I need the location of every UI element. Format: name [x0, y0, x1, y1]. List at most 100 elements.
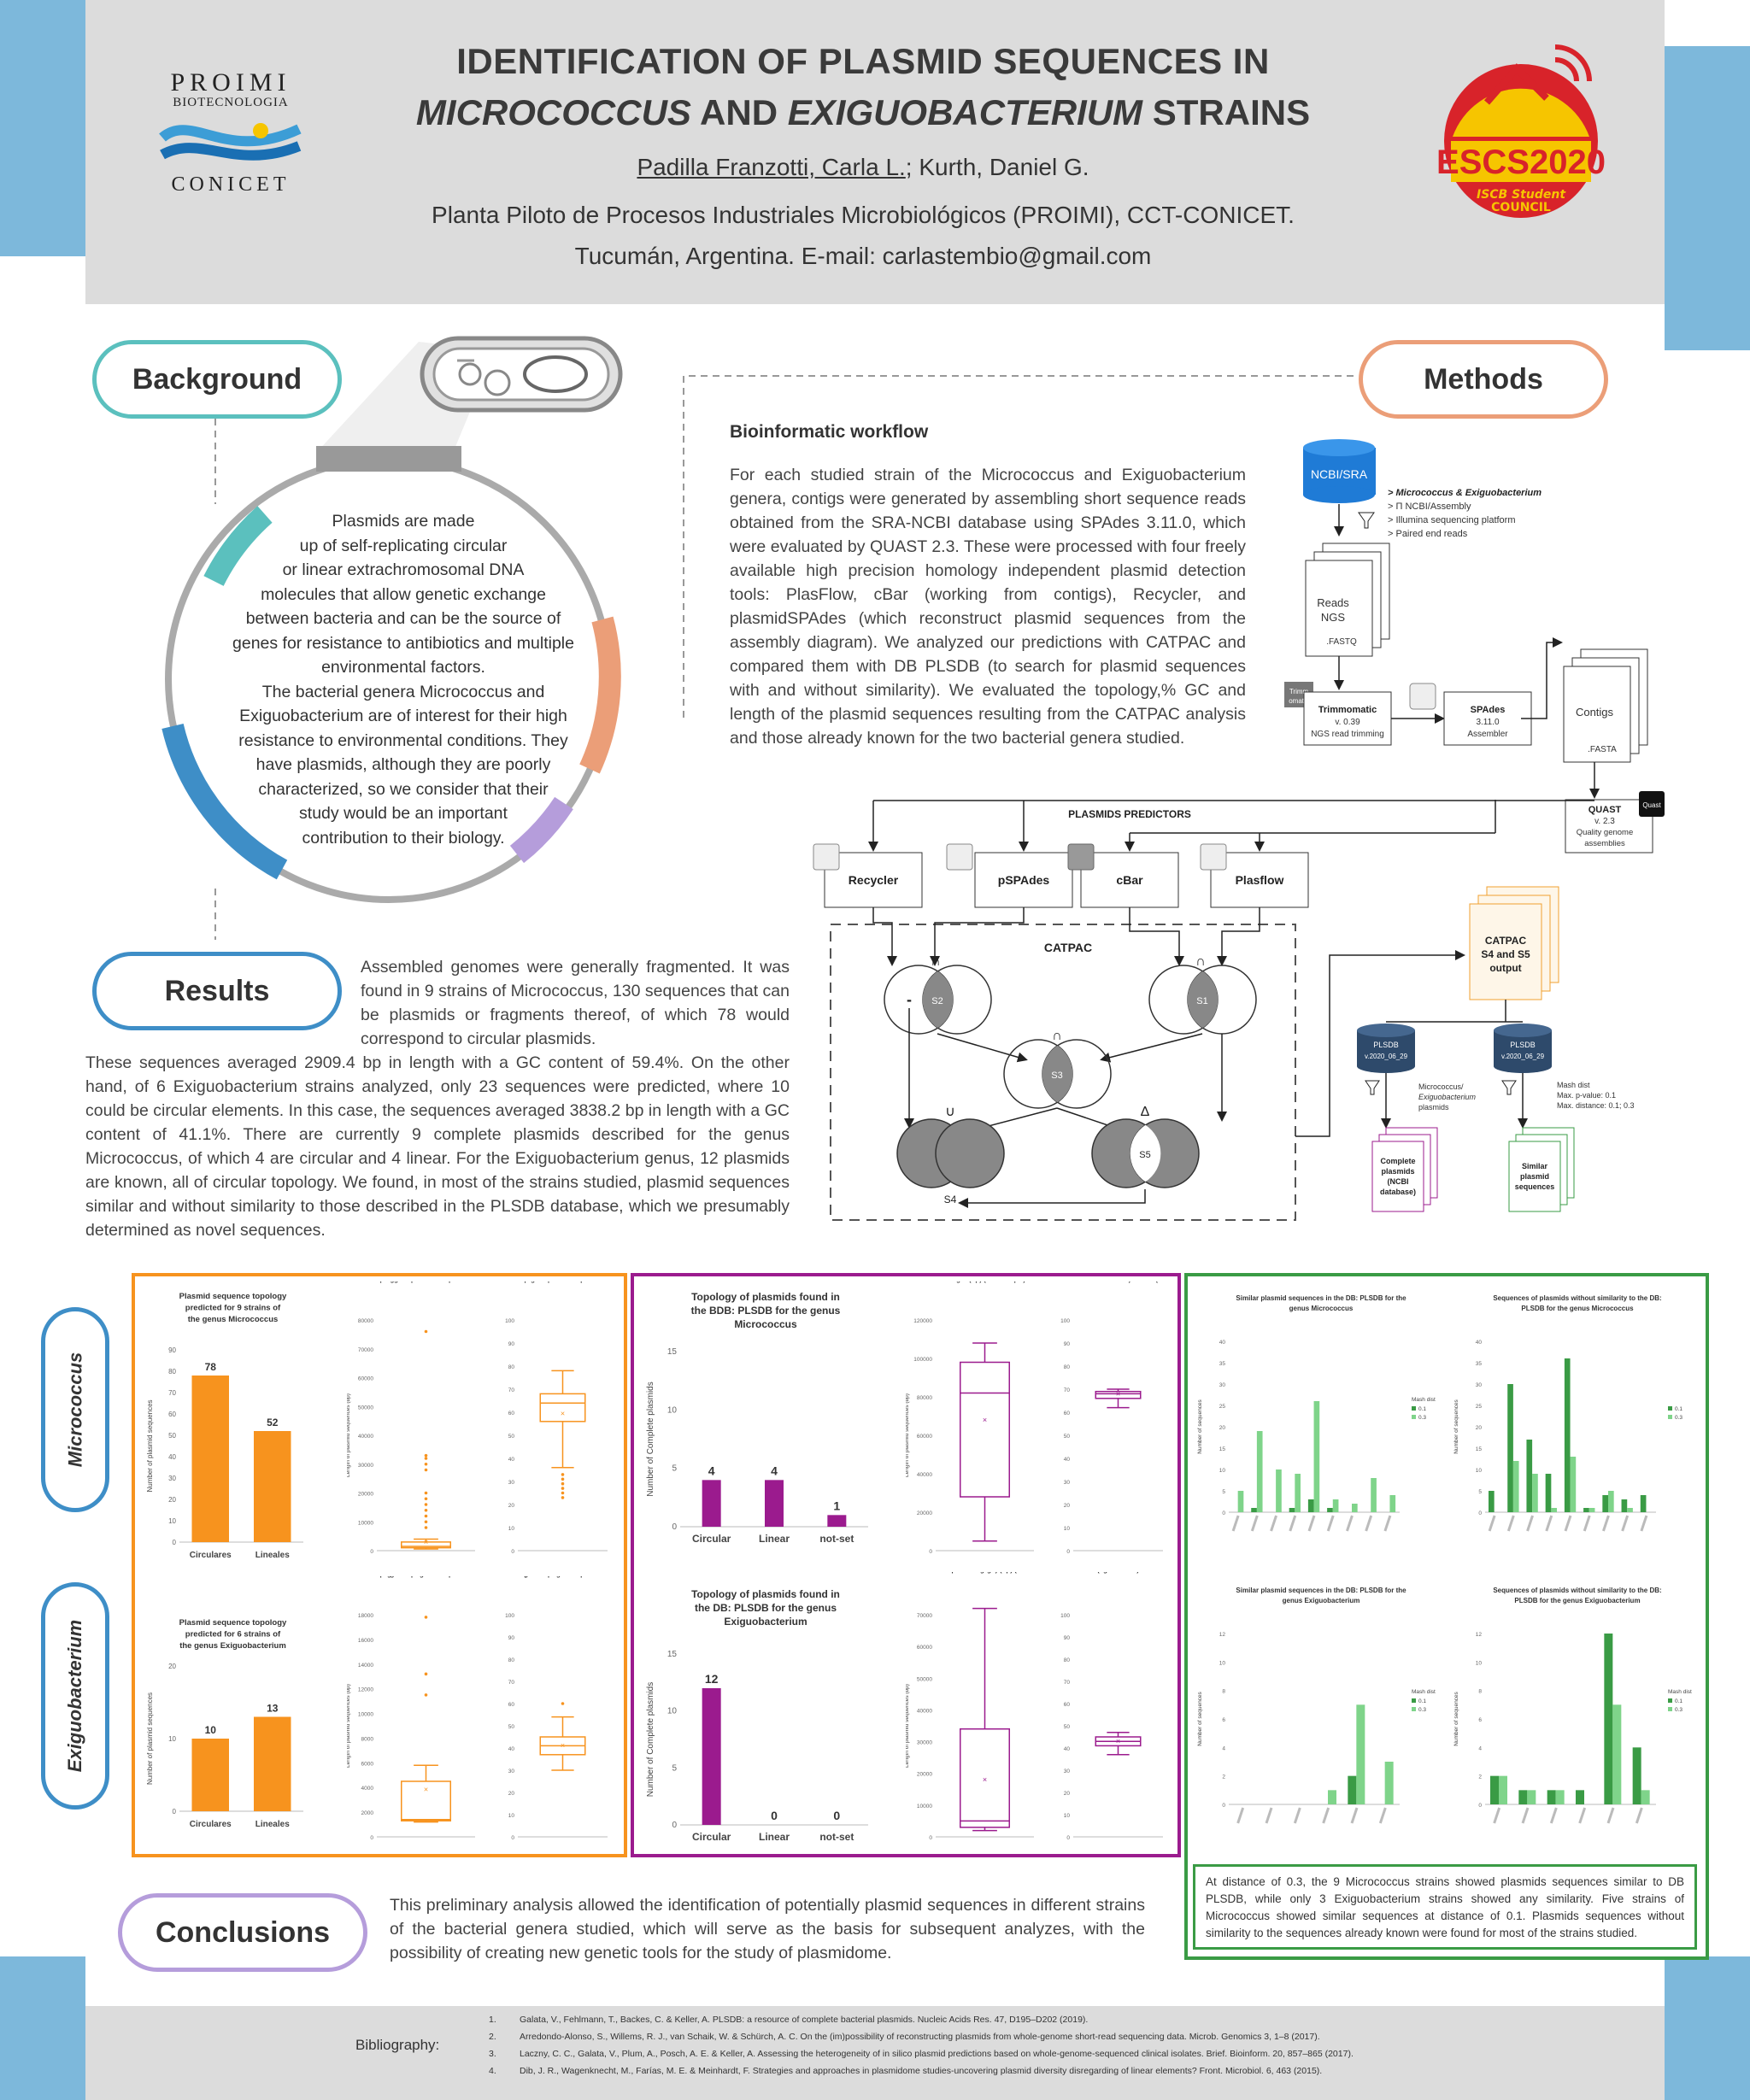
chart-plsdb-micrococcus-length: Genus: Micrococcus SequenceLength (bp) (… [906, 1282, 1036, 1555]
y-tick-label: 0 [929, 1549, 932, 1555]
bib-text: Dib, J. R., Wagenknecht, M., Farías, M. … [520, 2066, 1323, 2076]
legend-label: 0.1 [1418, 1698, 1426, 1704]
background-text: Plasmids are made up of self-replicating… [198, 509, 608, 850]
chart-plsdb-micrococcus-gc: Genus: Micrococcus % GC (DB:PLSDB)010203… [1060, 1282, 1170, 1555]
y-tick-label: 10 [667, 1405, 678, 1415]
x-tick-label [1521, 1807, 1530, 1824]
plsdb-label-1: PLSDB [1373, 1041, 1399, 1049]
chart-title: (DB: PLSDB) [1097, 1572, 1139, 1574]
chart-title: Genus: Exiguobacterium [944, 1572, 1025, 1574]
bar [1490, 1775, 1499, 1804]
mean-marker: × [424, 1538, 428, 1546]
bar [1389, 1495, 1396, 1512]
x-tick-label [1578, 1807, 1587, 1824]
ncbi-database-icon [1303, 439, 1376, 503]
y-tick-label: 60000 [917, 1434, 932, 1440]
bg-line: or linear extrachromosomal DNA [282, 560, 525, 579]
chart-title: PLSDB for the genus Micrococcus [1521, 1305, 1634, 1312]
y-tick-label: 0 [672, 1522, 677, 1532]
bar [1570, 1457, 1577, 1512]
chart-title: genus Exiguobacterium [524, 1576, 602, 1578]
catpac-output-file-icon [1469, 886, 1559, 1000]
x-tick-label [1606, 1807, 1615, 1824]
bar [1612, 1704, 1622, 1804]
y-tick-label: 20 [168, 1663, 176, 1670]
y-tick-label: 100 [1060, 1318, 1070, 1324]
bar [1289, 1508, 1295, 1512]
spades-label: SPAdes [1471, 705, 1506, 715]
catpac-out-l1: CATPAC [1485, 935, 1527, 947]
x-tick-label [1640, 1515, 1648, 1532]
chart-title: genus Exiguobacterium [1283, 1597, 1360, 1604]
y-tick-label: 50 [508, 1724, 515, 1730]
y-tick-label: 40000 [358, 1434, 373, 1440]
data-label: 52 [267, 1417, 279, 1428]
authors: Padilla Franzotti, Carla L.; Kurth, Dani… [282, 154, 1444, 181]
y-tick-label: 90 [168, 1346, 176, 1354]
chart-title: sequences for 9 strains of the [514, 1282, 612, 1283]
x-tick-label [1635, 1807, 1643, 1824]
x-tick-label [1289, 1515, 1297, 1532]
y-tick-label: 5 [672, 1763, 677, 1773]
y-tick-label: 0 [672, 1821, 677, 1830]
complete-plasmids-file-icon [1371, 1127, 1438, 1212]
mean-marker: × [1116, 1389, 1120, 1398]
bib-item-2: 2.Arredondo-Alonso, S., Willems, R. J., … [489, 2032, 1320, 2042]
filter-line-2: > Π NCBI/Assembly [1388, 502, 1471, 512]
bar [1518, 1790, 1528, 1804]
outlier [561, 1496, 565, 1499]
legend-label: 0.1 [1675, 1698, 1682, 1704]
catpac-out-l2: S4 and S5 [1481, 948, 1530, 960]
legend-swatch [1412, 1707, 1416, 1711]
logo-proimi-text: PROIMI [170, 68, 291, 97]
y-tick-label: 6 [1222, 1717, 1225, 1723]
y-tick-label: 40000 [917, 1472, 932, 1478]
data-label: 12 [705, 1672, 719, 1686]
y-axis-label: Number of sequences [1453, 1691, 1459, 1745]
bar [1307, 1499, 1314, 1512]
y-tick-label: 0 [1478, 1510, 1482, 1516]
y-tick-label: 35 [1476, 1361, 1483, 1367]
y-tick-label: 0 [370, 1835, 373, 1841]
y-tick-label: 0 [1066, 1835, 1070, 1841]
y-tick-label: 70000 [358, 1347, 373, 1353]
bar [1547, 1790, 1556, 1804]
data-label: 13 [267, 1703, 279, 1715]
bar [702, 1480, 721, 1527]
chart-title: Genus: Exiguobacterium % GC [1067, 1572, 1168, 1574]
similar-l1: Similar [1522, 1162, 1548, 1170]
chart-plsdb-exiguobacterium-gc: Genus: Exiguobacterium % GC(DB: PLSDB)01… [1060, 1572, 1169, 1841]
y-tick-label: 30 [508, 1480, 515, 1486]
tool-label-cbar: cBar [1116, 873, 1143, 887]
spades-icon [1409, 683, 1436, 710]
outlier [561, 1473, 565, 1476]
bacterium-icon [420, 336, 623, 413]
x-tick-label: Lineales [255, 1820, 290, 1829]
tool-box-recycler [813, 843, 923, 908]
chart-title: the DB: PLSDB for the genus [695, 1602, 837, 1614]
bar [1384, 1762, 1394, 1804]
y-tick-label: 10 [508, 1813, 515, 1819]
spades-desc: Assembler [1467, 730, 1508, 739]
x-tick-label: Circulares [190, 1820, 232, 1829]
op-delta: Δ [1141, 1105, 1150, 1119]
bib-item-4: 4.Dib, J. R., Wagenknecht, M., Farías, M… [489, 2066, 1323, 2076]
quast-icon-label: Quast [1642, 801, 1661, 809]
x-tick-label [1383, 1515, 1392, 1532]
y-tick-label: 6000 [361, 1761, 374, 1767]
y-tick-label: 10 [1476, 1468, 1483, 1474]
filter-b-2: Max. p-value: 0.1 [1557, 1091, 1616, 1100]
y-tick-label: 50 [168, 1432, 176, 1440]
methods-connector [683, 375, 1359, 718]
y-tick-label: 25 [1476, 1404, 1483, 1410]
reads-label: Reads [1317, 596, 1349, 609]
y-axis-label: Length of plasmid sequences (bp) [906, 1393, 910, 1477]
bar [1641, 1790, 1650, 1804]
escs2020-logo: ESCS2020 ISCB Student COUNCIL [1436, 34, 1606, 222]
y-tick-label: 20 [508, 1503, 515, 1509]
title-exiguobacterium: EXIGUOBACTERIUM [787, 92, 1143, 132]
x-tick-label [1231, 1515, 1240, 1532]
x-tick-label: Circular [692, 1533, 731, 1545]
bar [191, 1739, 229, 1811]
